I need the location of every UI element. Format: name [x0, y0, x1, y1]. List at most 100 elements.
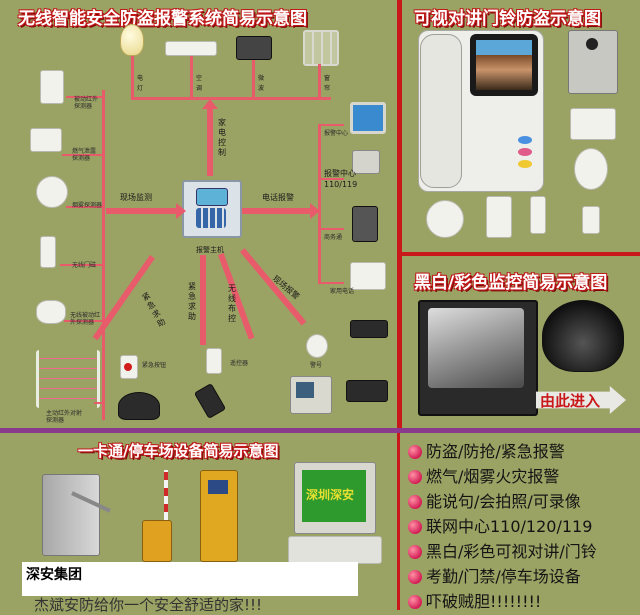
pda-icon — [352, 206, 378, 242]
parking-title: 一卡通/停车场设备简易示意图 — [78, 442, 279, 460]
feature-text-2: 燃气/烟雾火灾报警 — [426, 467, 560, 486]
remote-control-icon — [206, 348, 222, 374]
left-wire-1 — [66, 96, 103, 98]
top-wire-1 — [131, 56, 134, 98]
bullet-icon — [408, 545, 422, 559]
left-wire-2 — [62, 154, 103, 156]
bullet-camera-icon — [350, 320, 388, 338]
feature-text-6: 考勤/门禁/停车场设备 — [426, 567, 581, 586]
air-conditioner-icon — [165, 41, 217, 56]
pir-sensor-icon — [40, 70, 64, 104]
bullet-icon — [408, 520, 422, 534]
feature-item-4: 联网中心110/120/119 — [408, 513, 592, 537]
feature-item-3: 能说句/会拍照/可录像 — [408, 488, 581, 512]
parking-computer-screen — [302, 470, 366, 522]
parking-cpu-icon — [288, 536, 382, 564]
bullet-icon — [408, 470, 422, 484]
top-label-curtain: 窗帘 — [324, 75, 331, 92]
phone-alarm-arrow — [242, 208, 312, 214]
feature-text-5: 黑白/彩色可视对讲/门铃 — [426, 542, 597, 561]
turnstile-icon — [42, 474, 100, 556]
emergency-button-dot — [124, 363, 132, 371]
right-label-110: 110/119 — [324, 180, 358, 189]
right-label-computer: 报警中心 — [324, 130, 349, 137]
intercom-door-magnet-icon — [530, 196, 546, 234]
video-phone-small-screen — [296, 382, 314, 398]
ticket-machine-screen — [208, 480, 228, 494]
right-wire-1 — [318, 124, 344, 126]
dvr-icon — [346, 380, 388, 402]
intercom-pir-icon — [486, 196, 512, 238]
right-wire-4 — [318, 282, 344, 284]
horizontal-divider-right — [402, 252, 640, 256]
left-label-pir: 被动红外探测器 — [74, 96, 99, 110]
vertical-divider-lower — [397, 432, 400, 610]
right-label-center: 报警中心 — [324, 169, 356, 178]
bottom-label-siren: 警号 — [310, 362, 323, 369]
feature-item-1: 防盗/防抢/紧急报警 — [408, 438, 565, 462]
right-wire-3 — [318, 228, 344, 230]
horizontal-divider — [0, 428, 640, 433]
parking-screen-text: 深圳深安 — [306, 488, 355, 502]
electric-lock-icon — [570, 108, 616, 140]
bottom-label-remote: 遥控器 — [230, 360, 249, 367]
right-label-phone: 家用电话 — [330, 288, 355, 295]
feature-item-6: 考勤/门禁/停车场设备 — [408, 563, 581, 587]
left-wire-3 — [66, 206, 103, 208]
feature-text-3: 能说句/会拍照/可录像 — [426, 492, 581, 511]
intercom-blue-button — [518, 136, 532, 144]
alarm-host-keypad — [196, 208, 226, 228]
alarm-title: 无线智能安全防盗报警系统简易示意图 — [18, 9, 307, 29]
intercom-pink-button — [518, 148, 532, 156]
left-wire-5 — [64, 320, 103, 322]
feature-text-4: 联网中心110/120/119 — [426, 517, 593, 536]
scene-monitor-label: 现场监测 — [120, 193, 152, 202]
top-label-microwave: 微波 — [258, 75, 265, 92]
left-label-smoke: 烟雾探测器 — [72, 202, 103, 209]
phone-alarm-label: 电话报警 — [262, 193, 294, 202]
intercom-smoke-detector-icon — [426, 200, 464, 238]
light-bulb-icon — [120, 24, 144, 56]
right-wire-2 — [318, 178, 344, 180]
alarm-host-screen — [196, 188, 228, 206]
left-label-beam: 主动红外对射探测器 — [46, 410, 83, 424]
bullet-icon — [408, 595, 422, 609]
top-wire-2 — [190, 56, 193, 98]
top-label-light: 电灯 — [137, 75, 144, 92]
left-wire-4 — [60, 264, 103, 266]
dome-camera-small-icon — [118, 392, 160, 420]
alarm-center-building-icon — [352, 150, 380, 174]
visitor-face-image — [476, 40, 532, 90]
intercom-title: 可视对讲门铃防盗示意图 — [414, 9, 601, 29]
phone-alarm-arrowhead — [310, 203, 320, 219]
feature-text-7: 吓破贼胆!!!!!!!! — [426, 592, 542, 611]
left-label-wireless-pir: 无线被动红外探测器 — [70, 312, 101, 326]
urgent-help-label: 紧急求助 — [188, 282, 196, 321]
feature-item-2: 燃气/烟雾火灾报警 — [408, 463, 559, 487]
curtain-icon — [303, 30, 339, 66]
walkie-talkie-icon — [193, 383, 227, 419]
top-wire-3 — [252, 60, 255, 98]
gas-detector-icon — [30, 128, 62, 152]
slogan: 杰斌安防给你一个安全舒适的家!!! — [34, 596, 263, 614]
right-label-pda: 商务通 — [324, 234, 343, 241]
appliance-control-arrow — [207, 108, 213, 176]
left-wire-6 — [94, 402, 103, 404]
intercom-yellow-button — [518, 160, 532, 168]
vertical-divider — [397, 0, 402, 428]
barrier-gate-icon — [142, 520, 172, 562]
cctv-monitor-screen — [428, 308, 524, 388]
enter-label[interactable]: 由此进入 — [540, 392, 601, 410]
host-label: 报警主机 — [196, 246, 224, 254]
feature-text-1: 防盗/防抢/紧急报警 — [426, 442, 565, 461]
feature-item-7: 吓破贼胆!!!!!!!! — [408, 588, 541, 612]
left-label-door: 无线门磁 — [72, 262, 97, 269]
bullet-icon — [408, 445, 422, 459]
bullet-icon — [408, 570, 422, 584]
left-label-gas: 燃气泄露探测器 — [72, 148, 97, 162]
smoke-detector-icon — [36, 176, 68, 208]
company-banner — [22, 562, 358, 596]
barrier-gate-arm — [164, 470, 168, 560]
computer-icon — [350, 102, 386, 134]
appliance-control-label: 家电控制 — [218, 118, 226, 157]
